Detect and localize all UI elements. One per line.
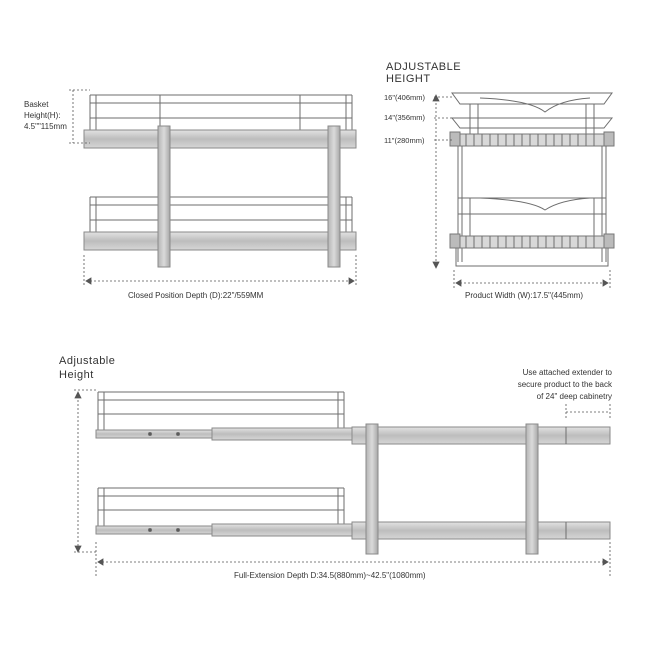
upper-rail [83, 129, 357, 149]
ext-lower-slide-inner [95, 525, 213, 535]
top-basket-16 [451, 92, 613, 105]
ext-lower-basket-wire [97, 487, 345, 526]
lower-tray [457, 235, 607, 249]
basket-height-label-2: Height(H): [24, 111, 61, 120]
extender-note-1: Use attached extender to [522, 368, 612, 377]
top-basket-14 [450, 117, 614, 129]
extender-bracket [565, 404, 611, 420]
ext-upper-slide-inner [95, 429, 213, 439]
full-extension-dimension [95, 542, 611, 576]
height-11-label: 11"(280mm) [384, 136, 425, 145]
top-right-bracket [603, 131, 615, 147]
product-width-dimension [453, 270, 611, 290]
ext-right-post [525, 423, 539, 555]
top-tray-11 [457, 133, 607, 147]
closed-side-view [83, 94, 357, 268]
basket-height-label-1: Basket [24, 100, 49, 109]
extender-note-3: of 24" deep cabinetry [536, 392, 612, 401]
left-post [157, 125, 171, 268]
front-uprights [457, 146, 607, 262]
ext-left-post [365, 423, 379, 555]
front-view [449, 92, 615, 267]
height-16-label: 16"(406mm) [384, 93, 426, 102]
basket-height-dimension [69, 89, 90, 144]
product-width-label: Product Width (W):17.5"(445mm) [465, 291, 583, 300]
ext-upper-rail [351, 426, 611, 445]
lower-left-bracket [449, 233, 461, 249]
lower-basket [458, 197, 606, 236]
extender-note-2: secure product to the back [517, 380, 612, 389]
top-left-bracket [449, 131, 461, 147]
lower-right-bracket [603, 233, 615, 249]
full-extension-label: Full-Extension Depth D:34.5(880mm)~42.5"… [234, 571, 426, 580]
bottom-adjustable-title-2: Height [59, 369, 94, 381]
closed-depth-dimension [83, 255, 357, 287]
lower-basket-wire [89, 196, 353, 232]
base-frame [455, 248, 609, 267]
extended-side-view [95, 391, 611, 555]
adjustable-height-title-1: ADJUSTABLE [386, 61, 462, 73]
adjustable-height-title-2: HEIGHT [386, 73, 431, 85]
bottom-adjustable-title-1: Adjustable [59, 355, 116, 367]
right-post [327, 125, 341, 268]
lower-rail [83, 231, 357, 251]
upper-basket-wire [89, 94, 353, 130]
ext-upper-slide-mid [211, 427, 353, 441]
basket-height-label-3: 4.5""115mm [24, 122, 67, 131]
ext-height-dimension [74, 389, 98, 553]
ext-lower-slide-mid [211, 523, 353, 537]
ext-lower-rail [351, 521, 611, 540]
height-14-label: 14"(356mm) [384, 113, 426, 122]
closed-depth-label: Closed Position Depth (D):22"/559MM [128, 291, 264, 300]
ext-upper-basket-wire [97, 391, 345, 430]
height-dimension [432, 94, 452, 269]
